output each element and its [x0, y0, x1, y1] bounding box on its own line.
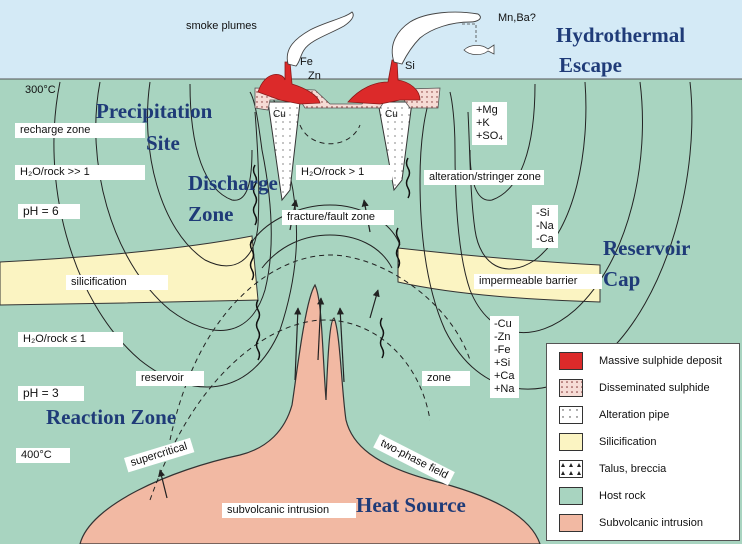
alteration-pipe-right-fill [378, 102, 412, 190]
chem-loss-mid: -Si -Na -Ca [532, 205, 558, 248]
legend-swatch [559, 352, 583, 370]
heat-source-title: Heat Source [356, 493, 466, 517]
legend-label: Disseminated sulphide [599, 382, 710, 394]
massive-sulphide-left [257, 61, 321, 105]
smoke-plumes-label: smoke plumes [186, 20, 257, 32]
h2o-rock-much-greater-label: H₂O/rock >> 1 [15, 165, 145, 180]
zone-label: zone [422, 371, 470, 386]
chem-exchange-low: -Cu -Zn -Fe +Si +Ca +Na [490, 316, 519, 398]
legend-swatch [559, 379, 583, 397]
smoke-plume-right [391, 11, 481, 65]
fracture-fault-zone-label: fracture/fault zone [282, 210, 394, 225]
hydrothermal-title-1: Hydrothermal [556, 23, 686, 47]
legend-swatch [559, 487, 583, 505]
smoke-plume-left [286, 11, 354, 67]
legend-label: Alteration pipe [599, 409, 670, 421]
legend-swatch [559, 433, 583, 451]
reservoir-cap-title-1: Reservoir [603, 236, 691, 260]
hydrothermal-title-2: Escape [559, 53, 622, 77]
temp-300-label: 300°C [25, 84, 56, 96]
recharge-zone-label: recharge zone [15, 123, 145, 138]
mn-ba-label: Mn,Ba? [498, 12, 536, 24]
silicification-label: silicification [66, 275, 168, 290]
legend-label: Talus, breccia [599, 463, 667, 475]
legend-swatch [559, 406, 583, 424]
legend-label: Subvolcanic intrusion [599, 517, 703, 529]
legend-label: Host rock [599, 490, 646, 502]
legend-box: Massive sulphide deposit Disseminated su… [546, 343, 740, 541]
reaction-zone-title: Reaction Zone [46, 405, 177, 429]
zn-label: Zn [308, 70, 321, 82]
chem-gain-top: +Mg +K +SO₄ [472, 102, 507, 145]
temp-400-label: 400°C [16, 448, 70, 463]
sea-area [0, 0, 742, 80]
cu-left-label: Cu [273, 109, 286, 120]
discharge-title-1: Discharge [188, 171, 278, 195]
reservoir-label: reservoir [136, 371, 204, 386]
ph3-label: pH = 3 [18, 386, 84, 401]
precipitation-title-2: Site [146, 131, 180, 155]
impermeable-barrier-label: impermeable barrier [474, 274, 602, 289]
legend-label: Massive sulphide deposit [599, 355, 722, 367]
alteration-stringer-zone-label: alteration/stringer zone [424, 170, 544, 185]
massive-sulphide-right [347, 59, 421, 105]
precipitation-title-1: Precipitation [96, 99, 213, 123]
fe-label: Fe [300, 56, 313, 68]
subvolcanic-intrusion-label: subvolcanic intrusion [222, 503, 356, 518]
discharge-title-2: Zone [188, 202, 234, 226]
intrusion-body [79, 283, 541, 544]
fish-icon [463, 44, 495, 56]
h2o-rock-le1-label: H₂O/rock ≤ 1 [18, 332, 123, 347]
reservoir-cap-title-2: Cap [603, 267, 641, 291]
legend-label: Silicification [599, 436, 657, 448]
legend-swatch [559, 460, 583, 478]
legend-swatch [559, 514, 583, 532]
h2o-rock-greater-label: H₂O/rock > 1 [296, 165, 392, 180]
alteration-pipe-left-fill [268, 102, 300, 200]
si-label: Si [405, 60, 415, 72]
cu-right-label: Cu [385, 109, 398, 120]
ph6-label: pH = 6 [18, 204, 80, 219]
